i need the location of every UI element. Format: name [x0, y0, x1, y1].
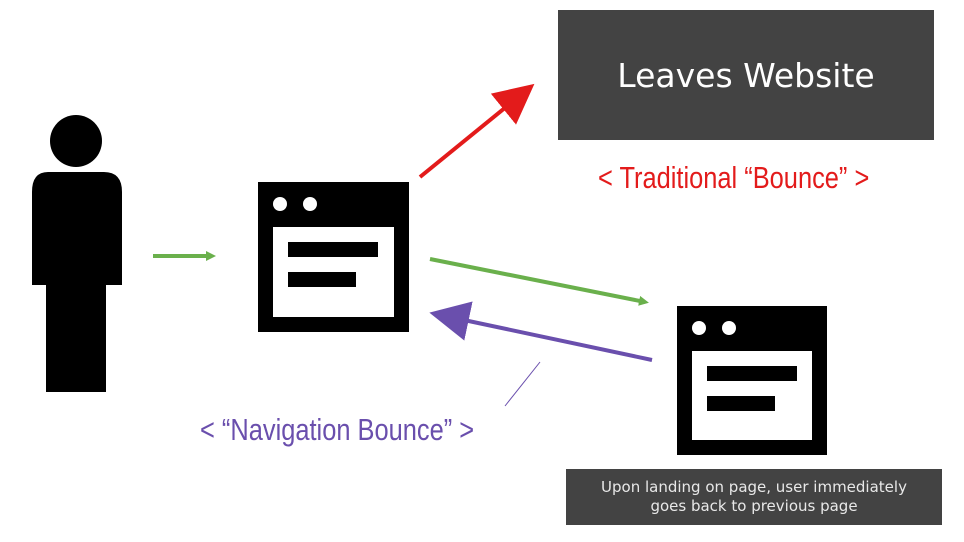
navigation-bounce-label: < “Navigation Bounce” > — [200, 412, 475, 447]
leaves-website-box: Leaves Website — [558, 10, 934, 140]
caption-text: Upon landing on page, user immediately g… — [601, 478, 907, 515]
caption-box: Upon landing on page, user immediately g… — [566, 469, 942, 525]
browser-page-icon-origin — [258, 182, 409, 332]
person-icon — [32, 115, 122, 392]
arrow-back-to-origin — [429, 301, 653, 362]
arrow-leaves-website — [418, 83, 535, 179]
arrow-to-second-page — [429, 257, 649, 306]
navigation-bounce-pointer — [504, 361, 541, 407]
browser-page-icon-second — [677, 306, 827, 455]
traditional-bounce-label: < Traditional “Bounce” > — [598, 160, 870, 195]
